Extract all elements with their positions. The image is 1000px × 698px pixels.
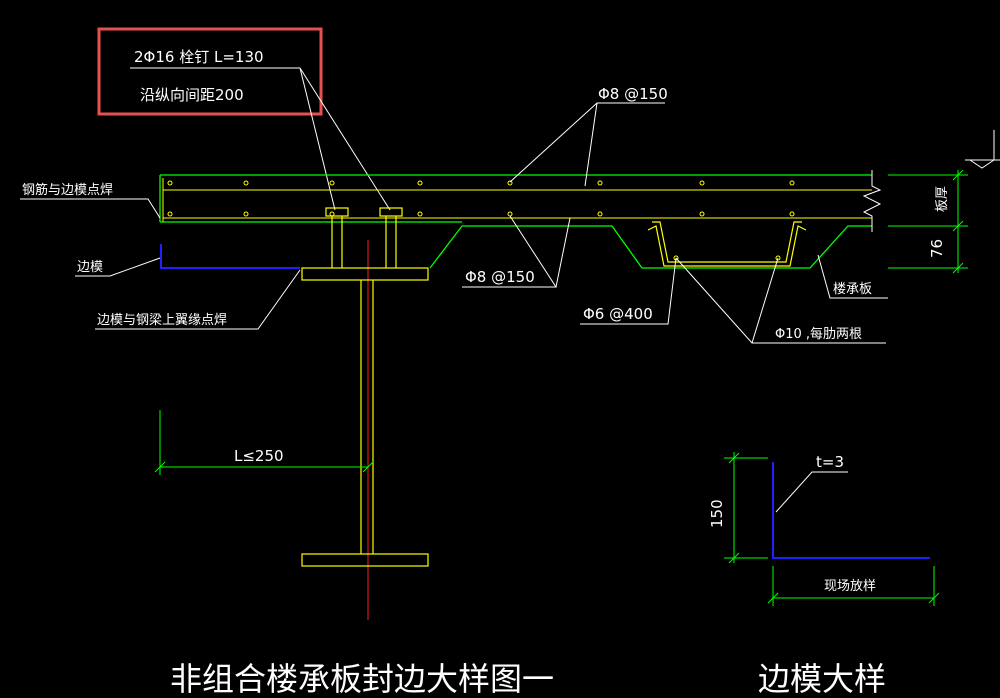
rib-height-label: 76 — [928, 239, 946, 258]
stud-spec-label: 2Φ16 栓钉 L=130 — [134, 48, 264, 66]
dim-l-label: L≤250 — [234, 447, 284, 465]
rib-stirrup — [652, 221, 802, 263]
highlight-box — [97, 27, 323, 116]
stirrup-label: Φ6 @400 — [583, 305, 653, 323]
leader-lines — [20, 102, 888, 344]
rebar-top-label: Φ8 @150 — [598, 85, 668, 103]
sub-title: 边模大样 — [758, 660, 886, 698]
steel-beam — [301, 267, 429, 567]
rib-bar-label: Φ10 ,每肋两根 — [775, 326, 862, 342]
slab-thickness-label: 板厚 — [935, 186, 950, 212]
shear-stud — [379, 207, 403, 268]
rebar-dots — [167, 180, 795, 261]
form-beam-weld-label: 边模与钢梁上翼缘点焊 — [97, 312, 227, 328]
thickness-leader — [775, 471, 848, 513]
site-lofting-label: 现场放样 — [824, 579, 876, 594]
deck-profile — [429, 225, 872, 269]
side-form — [160, 244, 300, 269]
l-dimension — [154, 410, 374, 475]
rebar-weld-label: 钢筋与边模点焊 — [22, 182, 113, 198]
level-symbol — [965, 130, 1000, 169]
main-title: 非组合楼承板封边大样图一 — [170, 660, 554, 698]
rib-stirrup-inner — [647, 225, 807, 267]
rebar-mid-label: Φ8 @150 — [465, 268, 535, 286]
side-form-label: 边模 — [77, 260, 103, 275]
leader-line — [299, 67, 336, 211]
leader-line — [299, 67, 391, 211]
height-150-label: 150 — [708, 499, 726, 528]
break-line — [862, 170, 882, 232]
edge-form-angle — [772, 462, 930, 559]
deck-label: 楼承板 — [833, 282, 872, 297]
slab-dimension — [888, 169, 968, 274]
thickness-label: t=3 — [816, 453, 844, 471]
edge-form-dims — [724, 452, 940, 606]
stud-spacing-label: 沿纵向间距200 — [140, 86, 244, 104]
shear-stud — [325, 207, 349, 268]
